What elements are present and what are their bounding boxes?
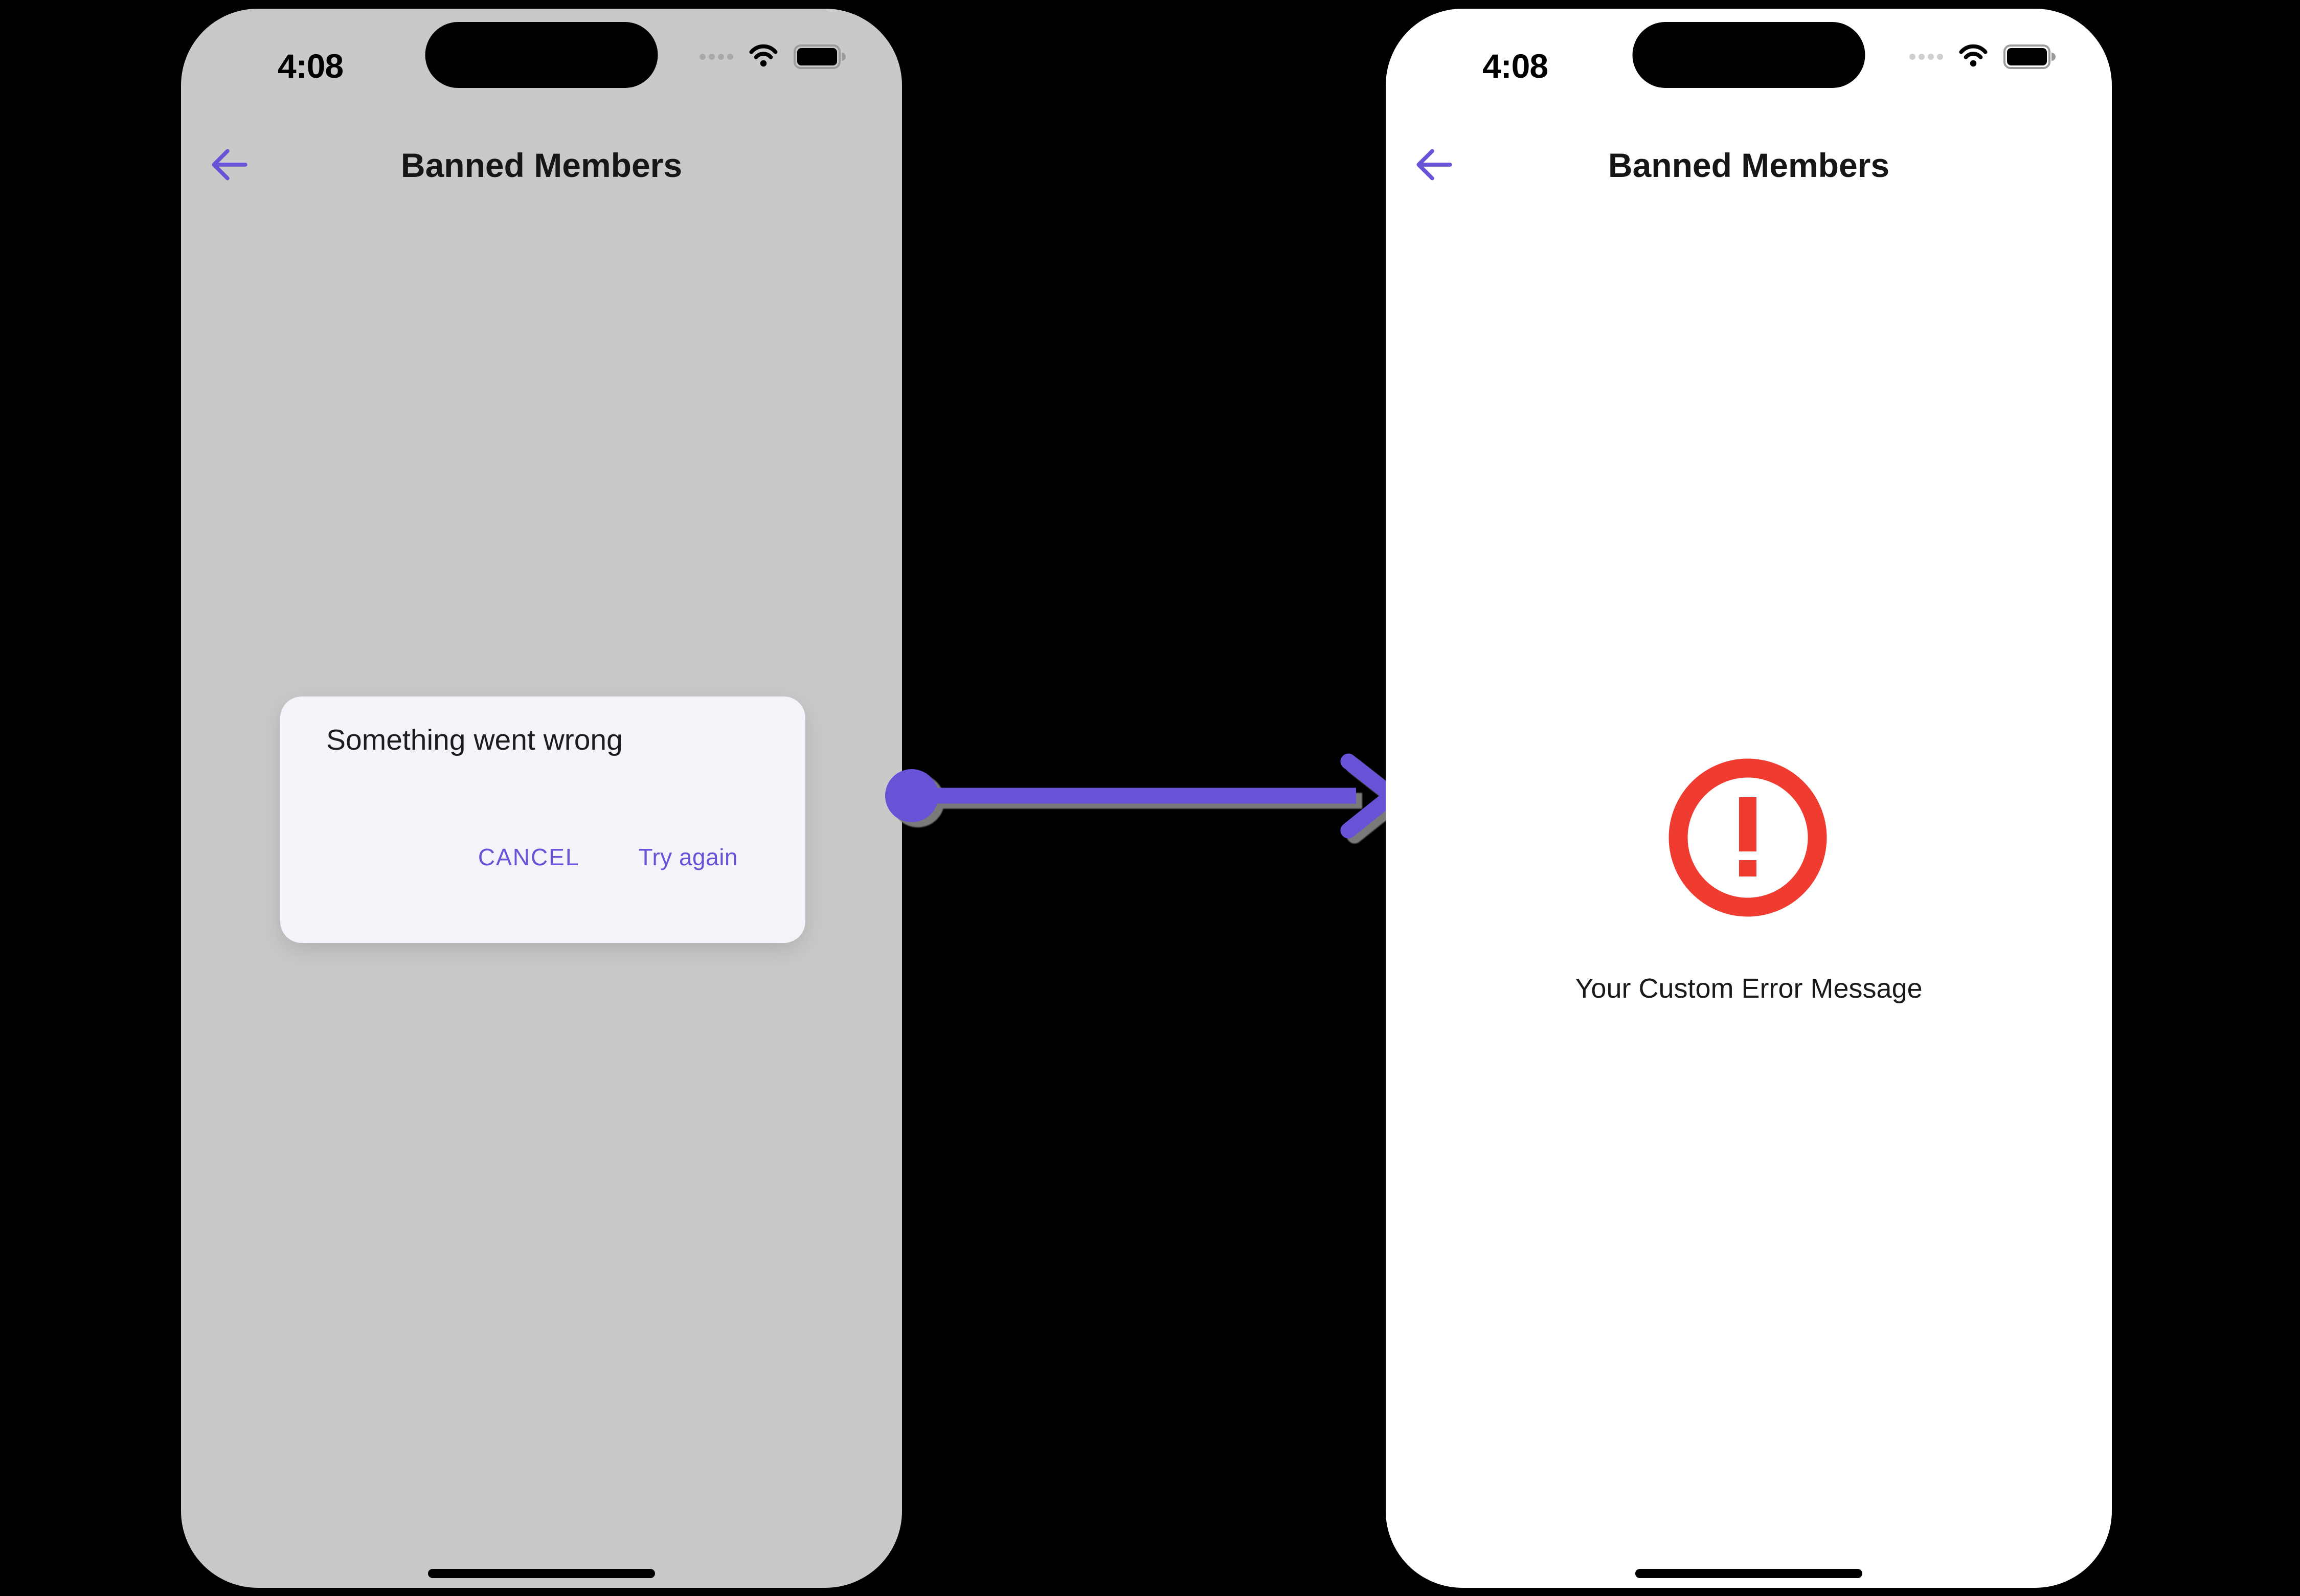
back-button[interactable] (206, 143, 252, 187)
battery-icon (794, 44, 846, 69)
flow-arrow-icon (885, 753, 1400, 839)
page-title: Banned Members (400, 146, 683, 184)
cancel-button[interactable]: CANCEL (478, 844, 580, 870)
status-bar-time: 4:08 (277, 47, 344, 85)
home-indicator (1635, 1569, 1862, 1578)
dynamic-island (425, 22, 658, 88)
cellular-dots-icon (700, 54, 733, 60)
status-bar-icons (1909, 40, 2056, 73)
alert-circle-icon (1668, 758, 1827, 917)
wifi-icon (749, 44, 778, 70)
alert-dialog: Something went wrong CANCEL Try again (280, 696, 805, 943)
wifi-icon (1958, 44, 1988, 70)
alert-dialog-title: Something went wrong (326, 724, 623, 756)
error-message: Your Custom Error Message (1575, 973, 1923, 1004)
try-again-button[interactable]: Try again (638, 844, 738, 870)
page-title: Banned Members (1608, 146, 1890, 184)
phone-frame-left: 4:08 Banned Members Something went wrong… (181, 9, 902, 1588)
cellular-dots-icon (1909, 54, 1943, 60)
status-bar-time: 4:08 (1482, 47, 1548, 85)
battery-icon (2003, 44, 2056, 69)
phone-frame-right: 4:08 Banned Members Your Custom Error Me… (1386, 9, 2112, 1588)
back-button[interactable] (1410, 143, 1456, 187)
arrow-left-icon (212, 149, 247, 181)
dynamic-island (1632, 22, 1865, 88)
status-bar-icons (700, 40, 846, 73)
home-indicator (428, 1569, 655, 1578)
alert-dialog-actions: CANCEL Try again (478, 843, 738, 871)
arrow-left-icon (1416, 149, 1452, 181)
